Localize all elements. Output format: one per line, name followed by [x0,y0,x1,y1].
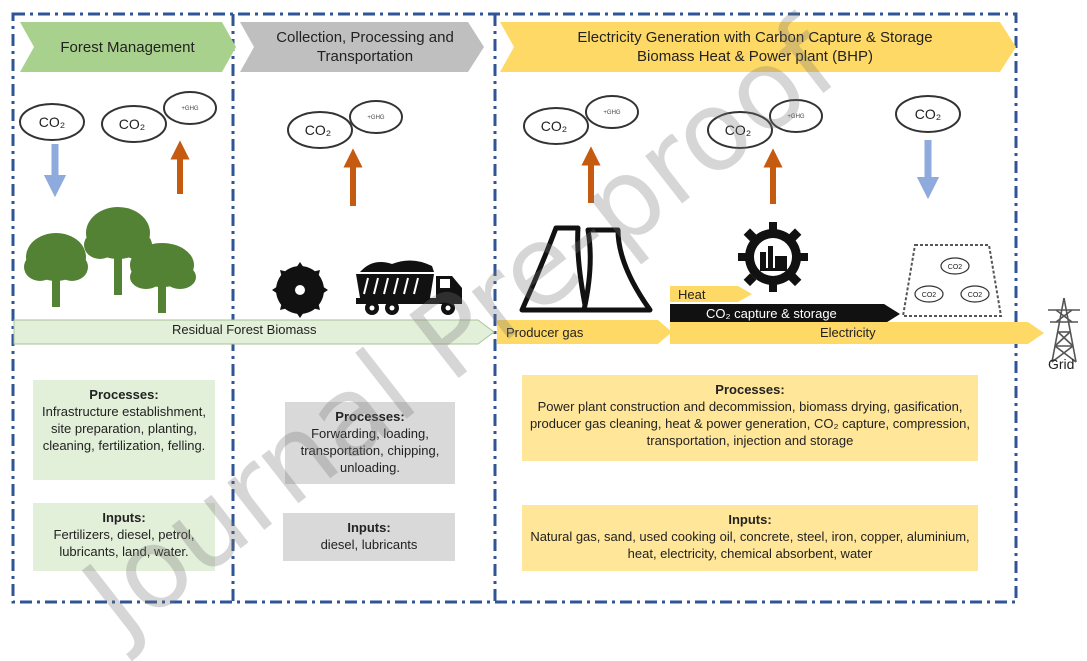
bhp-inputs-box: Inputs: Natural gas, sand, used cooking … [522,505,978,571]
co2-cloud-label: CO₂ [541,118,567,134]
co2-ghg-cloud-icon [523,95,639,145]
electricity-arrow [670,322,1044,344]
co2-capture-label: CO₂ capture & storage [706,306,837,321]
box-text: diesel, lubricants [320,537,418,552]
storage-cloud-label: CO2 [922,292,937,299]
co2-ghg-cloud-icon [287,100,403,149]
box-text: Forwarding, loading, transportation, chi… [300,426,440,475]
co2-cloud-label: CO₂ [39,114,65,130]
producer-gas-arrow [497,320,672,344]
collection-processes-box: Processes: Forwarding, loading, transpor… [285,402,455,484]
co2-cloud-label: CO₂ [305,122,331,138]
co2-capture-arrow [670,304,900,324]
electricity-header-shape [500,22,1016,72]
ghg-cloud-label: +GHG [787,114,805,120]
collection-inputs-box: Inputs: diesel, lubricants [283,513,455,561]
chipper-saw-icon [272,262,328,318]
heat-label: Heat [678,287,706,302]
box-title: Inputs: [728,512,772,527]
diagram-border [11,12,1018,604]
box-title: Inputs: [102,510,146,525]
storage-cloud-label: CO2 [968,292,983,299]
electricity-header-line1: Electricity Generation with Carbon Captu… [577,29,933,46]
ghg-cloud-label: +GHG [367,115,385,121]
forest-processes-box: Processes: Infrastructure establishment,… [33,380,215,480]
grid-label: Grid [1048,356,1075,372]
box-text: Fertilizers, diesel, petrol, lubricants,… [53,527,195,559]
co2-cloud-label: CO₂ [915,106,941,122]
electricity-header-line2: Biomass Heat & Power plant (BHP) [637,48,873,65]
co2-cloud-label: CO₂ [119,116,145,132]
collection-header-shape [240,22,484,72]
heat-arrow [670,286,752,302]
ghg-cloud-label: +GHG [181,106,199,112]
ghg-cloud-label: +GHG [603,110,621,116]
factory-gear-icon [738,222,808,292]
flow-arrows [13,286,1044,345]
grid-pylon-icon [1048,297,1080,363]
co2-ghg-cloud-icon [101,91,217,143]
header-chevrons [20,22,1016,72]
storage-cloud-label: CO2 [948,264,963,271]
co2-cloud-label: CO₂ [725,122,751,138]
box-title: Processes: [335,409,405,424]
box-text: Infrastructure establishment, site prepa… [41,404,207,453]
truck-icon [356,260,462,315]
electricity-label: Electricity [820,325,876,340]
box-title: Processes: [89,387,159,402]
residual-biomass-label: Residual Forest Biomass [172,322,317,337]
power-plant-icon [519,225,653,313]
emissions-layer: CO₂ CO₂ +GHG CO₂ +GHG CO₂ +GHG CO₂ +GHG … [19,91,961,206]
co2-storage-icon: CO2 CO2 CO2 [901,244,1003,317]
box-text: Power plant construction and decommissio… [529,399,971,448]
forest-header-title: Forest Management [60,38,195,56]
box-title: Processes: [715,382,785,397]
co2-cloud-icon [895,95,961,133]
forest-header-shape [20,22,236,72]
box-title: Inputs: [347,520,391,535]
tree-icon [24,207,196,313]
co2-ghg-cloud-icon [707,99,823,149]
forest-inputs-box: Inputs: Fertilizers, diesel, petrol, lub… [33,503,215,571]
producer-gas-label: Producer gas [506,325,584,340]
electricity-header-title: Electricity Generation with Carbon Captu… [520,22,990,72]
collection-header-title: Collection, Processing and Transportatio… [276,29,454,65]
residual-biomass-arrow [13,319,495,345]
box-text: Natural gas, sand, used cooking oil, con… [530,529,970,561]
co2-cloud-icon [19,103,85,141]
bhp-processes-box: Processes: Power plant construction and … [522,375,978,461]
